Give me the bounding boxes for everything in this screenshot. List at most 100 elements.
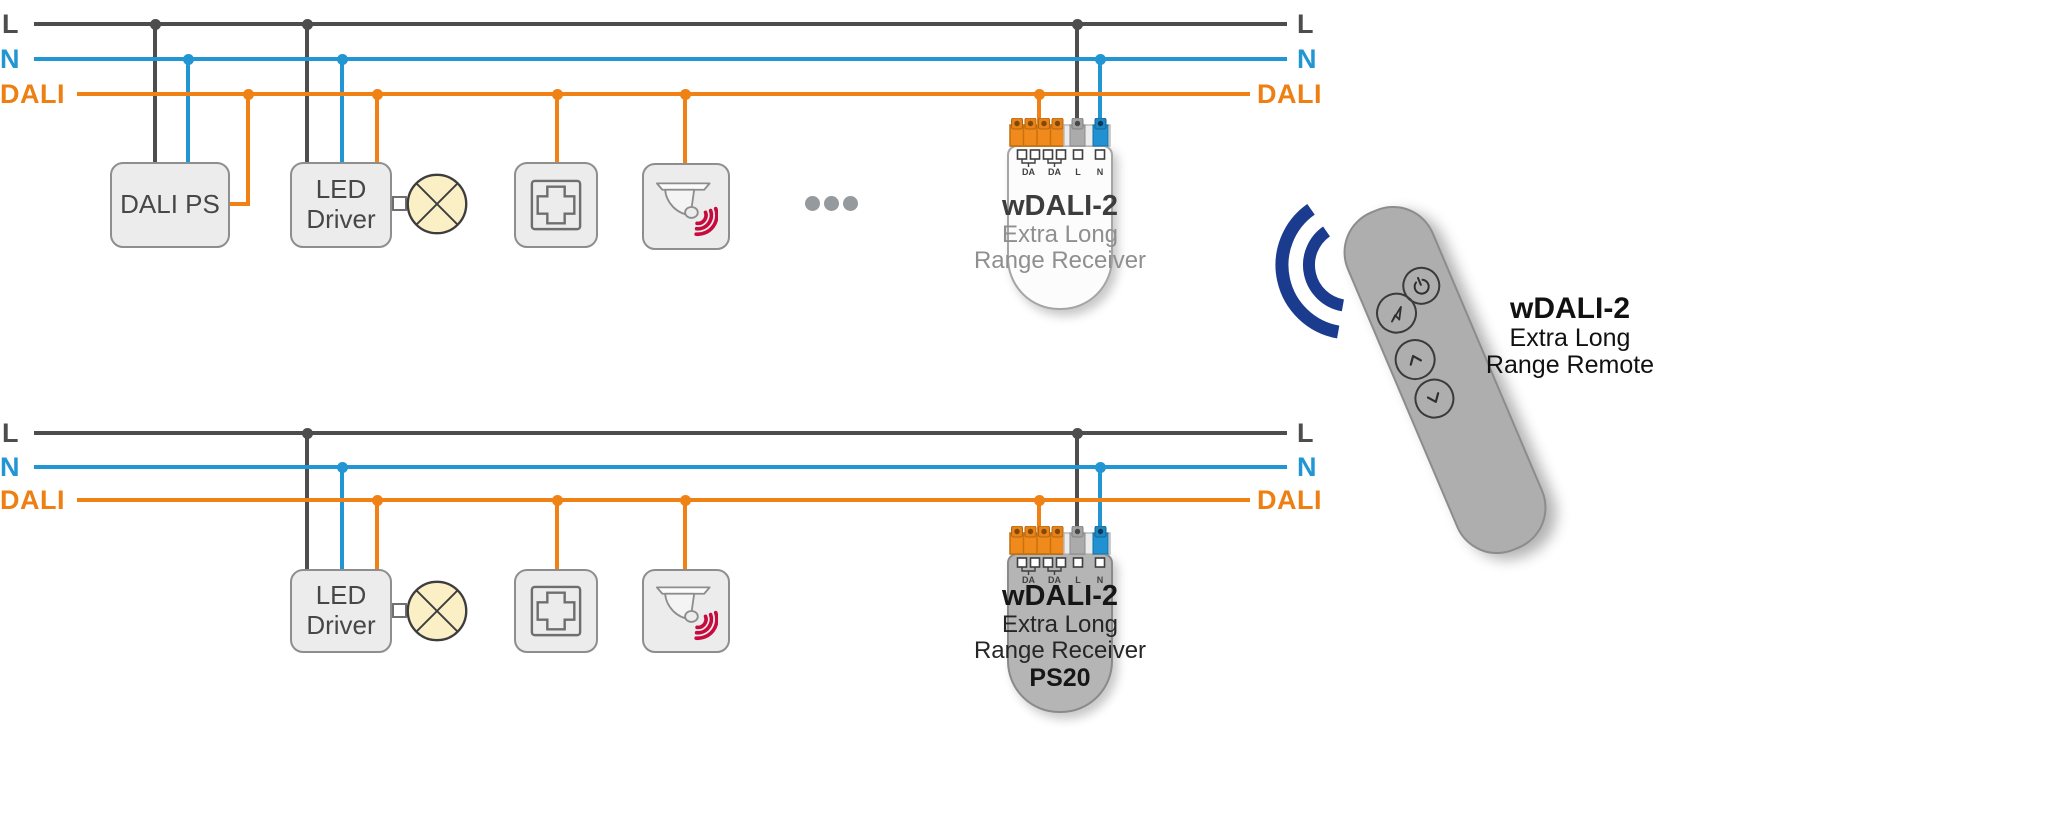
dali-drop-wire (1037, 500, 1041, 532)
dali-label-right: DALI (1257, 79, 1322, 109)
dali-drop-wire (1037, 94, 1041, 124)
remote-title: wDALI-2 (1510, 292, 1630, 325)
down-button (1408, 372, 1461, 425)
junction-dot (336, 53, 348, 65)
presence-sensor-icon (656, 586, 718, 641)
dali-label-right: DALI (1257, 485, 1322, 515)
n-label-right: N (1297, 452, 1317, 482)
sensor-module (642, 163, 730, 250)
junction-dot (1071, 427, 1083, 439)
dali-drop-wire (246, 94, 250, 204)
n-label-left: N (0, 44, 20, 74)
dali-drop-wire (683, 500, 687, 569)
receiver-subtitle1: Extra Long (1001, 611, 1119, 638)
led-driver-label-line2: Driver (306, 204, 376, 234)
n-bus-wire (34, 465, 1287, 469)
n-drop-wire (1098, 59, 1102, 124)
dali-ps-module: DALI PS (110, 162, 230, 248)
sensor-module (642, 569, 730, 653)
send-icon (1391, 306, 1402, 323)
receiver-subtitle1: Extra Long (1001, 221, 1119, 248)
l-label-right: L (1297, 9, 1314, 39)
n-label-left: N (0, 452, 20, 482)
receiver-label: wDALI-2 Extra Long Range Receiver (930, 190, 1190, 274)
junction-dot (371, 494, 383, 506)
junction-dot (301, 427, 313, 439)
receiver-terminal-block (1009, 526, 1111, 555)
lamp-connector-stub (392, 196, 407, 211)
up-button (1387, 332, 1442, 387)
wireless-signal-arcs (1275, 203, 1345, 339)
n-drop-wire (186, 59, 190, 162)
junction-dot (679, 88, 691, 100)
junction-dot (1033, 494, 1045, 506)
junction-dot (1033, 88, 1045, 100)
dali-drop-wire (683, 94, 687, 164)
coupler-module (514, 162, 598, 248)
l-label-left: L (2, 418, 19, 448)
dali-elbow-wire (230, 202, 250, 206)
remote-subtitle2: Range Remote (1485, 351, 1655, 379)
remote-label: wDALI-2 Extra Long Range Remote (1455, 292, 1685, 379)
receiver-subtitle2: Range Receiver (973, 247, 1147, 274)
l-label-right: L (1297, 418, 1314, 448)
junction-dot (1094, 461, 1106, 473)
l-drop-wire (1075, 24, 1079, 124)
l-drop-wire (1075, 433, 1079, 532)
receiver-body (1007, 145, 1113, 310)
junction-dot (679, 494, 691, 506)
led-driver-module: LED Driver (290, 569, 392, 653)
chevron-down-icon (1426, 392, 1440, 403)
receiver-body (1007, 553, 1113, 713)
lamp-icon (406, 173, 468, 235)
presence-sensor-icon (656, 181, 718, 236)
receiver-title: wDALI-2 (1002, 580, 1118, 612)
ellipsis-dot (823, 195, 839, 211)
dali-drop-wire (375, 500, 379, 569)
pin-label-da1: DA (1022, 575, 1035, 584)
l-bus-wire (34, 431, 1287, 435)
pin-label-l: L (1075, 575, 1081, 584)
power-icon (1413, 276, 1430, 295)
receiver-terminal-block (1009, 118, 1111, 147)
junction-dot (551, 88, 563, 100)
led-driver-label-line1: LED (315, 174, 367, 205)
receiver-pin-markings: DA DA L N (1016, 557, 1106, 584)
coupler-module (514, 569, 598, 653)
receiver-label: wDALI-2 Extra Long Range Receiver PS20 (930, 580, 1190, 692)
ellipsis-dot (804, 195, 820, 211)
l-bus-wire (34, 22, 1287, 26)
dali-drop-wire (555, 500, 559, 569)
lamp-icon (406, 580, 468, 642)
dali-drop-wire (555, 94, 559, 163)
led-driver-module: LED Driver (290, 162, 392, 248)
n-bus-wire (34, 57, 1287, 61)
junction-dot (371, 88, 383, 100)
led-driver-label-line1: LED (315, 580, 367, 611)
junction-dot (242, 88, 254, 100)
receiver-subtitle3: PS20 (1029, 664, 1091, 692)
ellipsis-dot (842, 195, 858, 211)
lamp-connector-stub (392, 603, 407, 618)
led-driver-label-line2: Driver (306, 610, 376, 640)
junction-dot (551, 494, 563, 506)
pin-label-n: N (1097, 575, 1104, 584)
pin-label-n: N (1097, 167, 1104, 176)
dali-label-left: DALI (0, 485, 65, 515)
dali-bus-wire (77, 498, 1250, 502)
n-label-right: N (1297, 44, 1317, 74)
pin-label-da1: DA (1022, 167, 1035, 176)
dali-label-left: DALI (0, 79, 65, 109)
remote-body (1329, 192, 1561, 568)
junction-dot (301, 18, 313, 30)
pin-label-l: L (1075, 167, 1081, 176)
dali-bus-wire (77, 92, 1250, 96)
junction-dot (149, 18, 161, 30)
receiver-title: wDALI-2 (1002, 190, 1118, 222)
pin-label-da2: DA (1048, 167, 1061, 176)
chevron-up-icon (1409, 354, 1423, 366)
junction-dot (1071, 18, 1083, 30)
junction-dot (336, 461, 348, 473)
receiver-subtitle2: Range Receiver (973, 637, 1147, 664)
